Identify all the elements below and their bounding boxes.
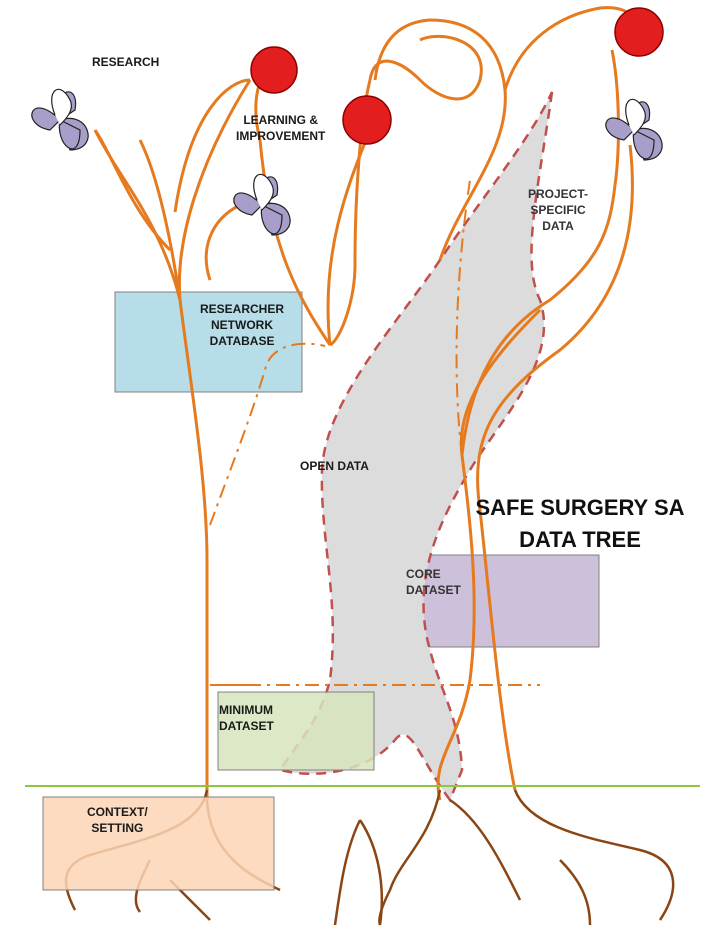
label-open-data: OPEN DATA	[300, 458, 369, 474]
label-core-dataset: CORE DATASET	[406, 566, 461, 598]
leaf-cluster-3	[606, 99, 662, 160]
title-line-2: DATA TREE	[470, 524, 690, 556]
fruit-3	[615, 8, 663, 56]
label-researcher-network-database: RESEARCHER NETWORK DATABASE	[200, 301, 284, 349]
title-line-1: SAFE SURGERY SA	[470, 492, 690, 524]
leaf-cluster-1	[32, 89, 88, 150]
diagram-title: SAFE SURGERY SA DATA TREE	[470, 492, 690, 556]
label-context-setting: CONTEXT/ SETTING	[87, 804, 148, 836]
context-setting-box	[43, 797, 274, 890]
fruit-1	[251, 47, 297, 93]
label-learning-improvement: LEARNING & IMPROVEMENT	[236, 112, 325, 144]
leaf-cluster-2	[234, 174, 290, 235]
label-project-specific-data: PROJECT- SPECIFIC DATA	[528, 186, 588, 234]
label-research: RESEARCH	[92, 54, 159, 70]
label-minimum-dataset: MINIMUM DATASET	[219, 702, 274, 734]
fruit-2	[343, 96, 391, 144]
